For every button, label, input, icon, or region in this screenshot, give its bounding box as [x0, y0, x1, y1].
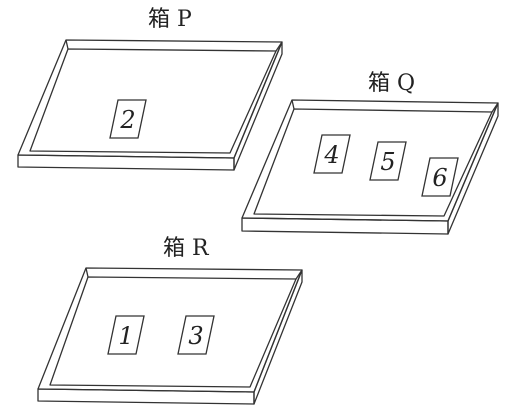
box-q-tray	[241, 99, 499, 235]
card-2-number: 2	[119, 106, 135, 134]
card-4: 4	[313, 134, 351, 174]
box-p-tray	[17, 39, 283, 171]
card-5-number: 5	[380, 148, 395, 176]
box-r-label: 箱 R	[163, 236, 209, 261]
card-6-number: 6	[432, 164, 447, 192]
card-1: 1	[107, 315, 145, 355]
card-6: 6	[421, 157, 459, 197]
box-q-label: 箱 Q	[368, 71, 416, 96]
card-2: 2	[109, 99, 147, 139]
card-1-number: 1	[118, 322, 133, 350]
box-p-label: 箱 P	[148, 7, 192, 32]
card-3-number: 3	[188, 322, 203, 350]
box-r-tray	[37, 267, 303, 405]
card-4-number: 4	[323, 141, 339, 169]
card-5: 5	[369, 141, 407, 181]
card-3: 3	[177, 315, 215, 355]
